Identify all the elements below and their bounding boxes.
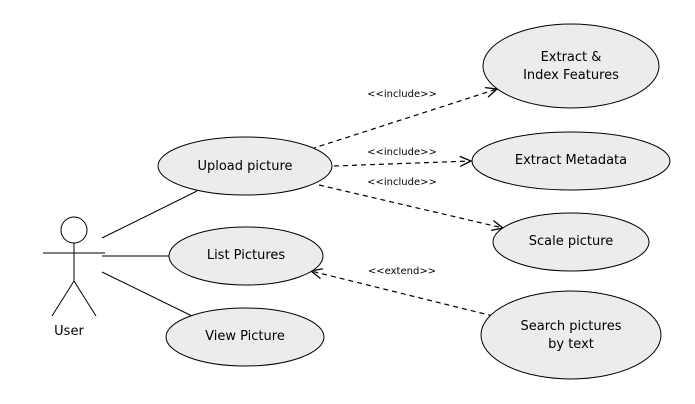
include-label-3: <<include>> xyxy=(367,177,437,188)
use-case-view-picture: View Picture xyxy=(165,307,325,367)
use-case-search-pictures-by-text: Search pictures by text xyxy=(480,290,662,380)
include-arrow-extract-index xyxy=(310,86,499,150)
actor-left-leg xyxy=(51,280,75,317)
use-case-label: Scale picture xyxy=(529,234,614,249)
include-arrow-extract-metadata xyxy=(333,155,473,167)
use-case-label: Extract Metadata xyxy=(515,153,627,168)
actor-right-leg xyxy=(73,280,97,317)
actor-user: User xyxy=(43,216,105,339)
use-case-extract-index-features: Extract & Index Features xyxy=(482,23,660,109)
use-case-list-pictures: List Pictures xyxy=(168,226,324,286)
use-case-scale-picture: Scale picture xyxy=(492,212,650,272)
actor-head xyxy=(60,216,88,244)
use-case-extract-metadata: Extract Metadata xyxy=(471,131,671,191)
association-view xyxy=(101,271,193,317)
actor-label: User xyxy=(54,324,84,339)
use-case-label: List Pictures xyxy=(207,248,286,263)
use-case-label-line2: by text xyxy=(548,337,594,352)
include-label-2: <<include>> xyxy=(367,147,437,158)
use-case-label-line1: Extract & xyxy=(541,50,602,65)
use-case-upload-picture: Upload picture xyxy=(157,136,333,196)
extend-label: <<extend>> xyxy=(368,266,436,277)
use-case-label: View Picture xyxy=(205,329,285,344)
use-case-label-line1: Search pictures xyxy=(521,319,622,334)
include-label-1: <<include>> xyxy=(367,89,437,100)
use-case-label: Upload picture xyxy=(197,159,292,174)
extend-arrow-search xyxy=(309,268,494,317)
include-arrow-scale xyxy=(318,184,505,232)
use-case-label-line2: Index Features xyxy=(523,68,619,83)
association-upload xyxy=(101,190,198,239)
